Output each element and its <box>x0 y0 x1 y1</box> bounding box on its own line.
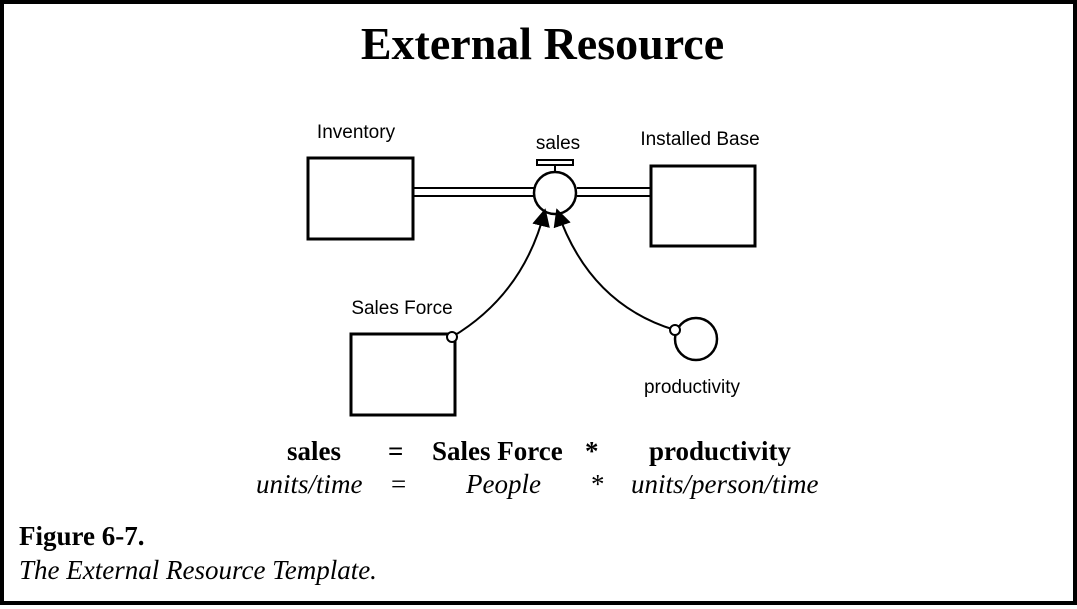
figure-caption-label: Figure 6-7. <box>19 521 145 551</box>
auxiliary-productivity <box>673 316 719 362</box>
units-term-people: People <box>466 469 541 499</box>
label-sales: sales <box>536 133 580 154</box>
connector-productivity-to-sales <box>553 208 676 331</box>
sales-valve <box>532 159 578 216</box>
label-sales-force: Sales Force <box>351 298 452 319</box>
connector-origin-sales-force <box>446 331 458 343</box>
stock-sales-force <box>349 332 457 417</box>
equation-lhs: sales <box>287 436 341 466</box>
stock-installed-base <box>649 164 757 248</box>
diagram-title: External Resource <box>360 18 725 69</box>
equation-term-productivity: productivity <box>649 436 792 466</box>
label-inventory: Inventory <box>317 122 396 143</box>
stock-flow-diagram: Inventory sales Installed Base Sales For… <box>306 122 760 417</box>
flow-pipe-sales-to-installed-base <box>577 187 650 197</box>
equation-times: * <box>585 436 599 466</box>
connector-origin-productivity <box>669 324 681 336</box>
equation-term-sales-force: Sales Force <box>432 436 563 466</box>
units-lhs: units/time <box>256 469 363 499</box>
equation-equals: = <box>388 436 404 466</box>
units-times: * <box>591 469 605 499</box>
flow-pipe-inventory-to-sales <box>414 187 535 197</box>
figure-caption-text: The External Resource Template. <box>19 555 377 585</box>
connector-sales-force-to-sales <box>451 208 550 338</box>
stock-inventory <box>306 156 415 241</box>
label-installed-base: Installed Base <box>640 129 759 150</box>
units-equals: = <box>391 469 407 499</box>
units-term-productivity: units/person/time <box>631 469 819 499</box>
label-productivity: productivity <box>644 377 741 398</box>
